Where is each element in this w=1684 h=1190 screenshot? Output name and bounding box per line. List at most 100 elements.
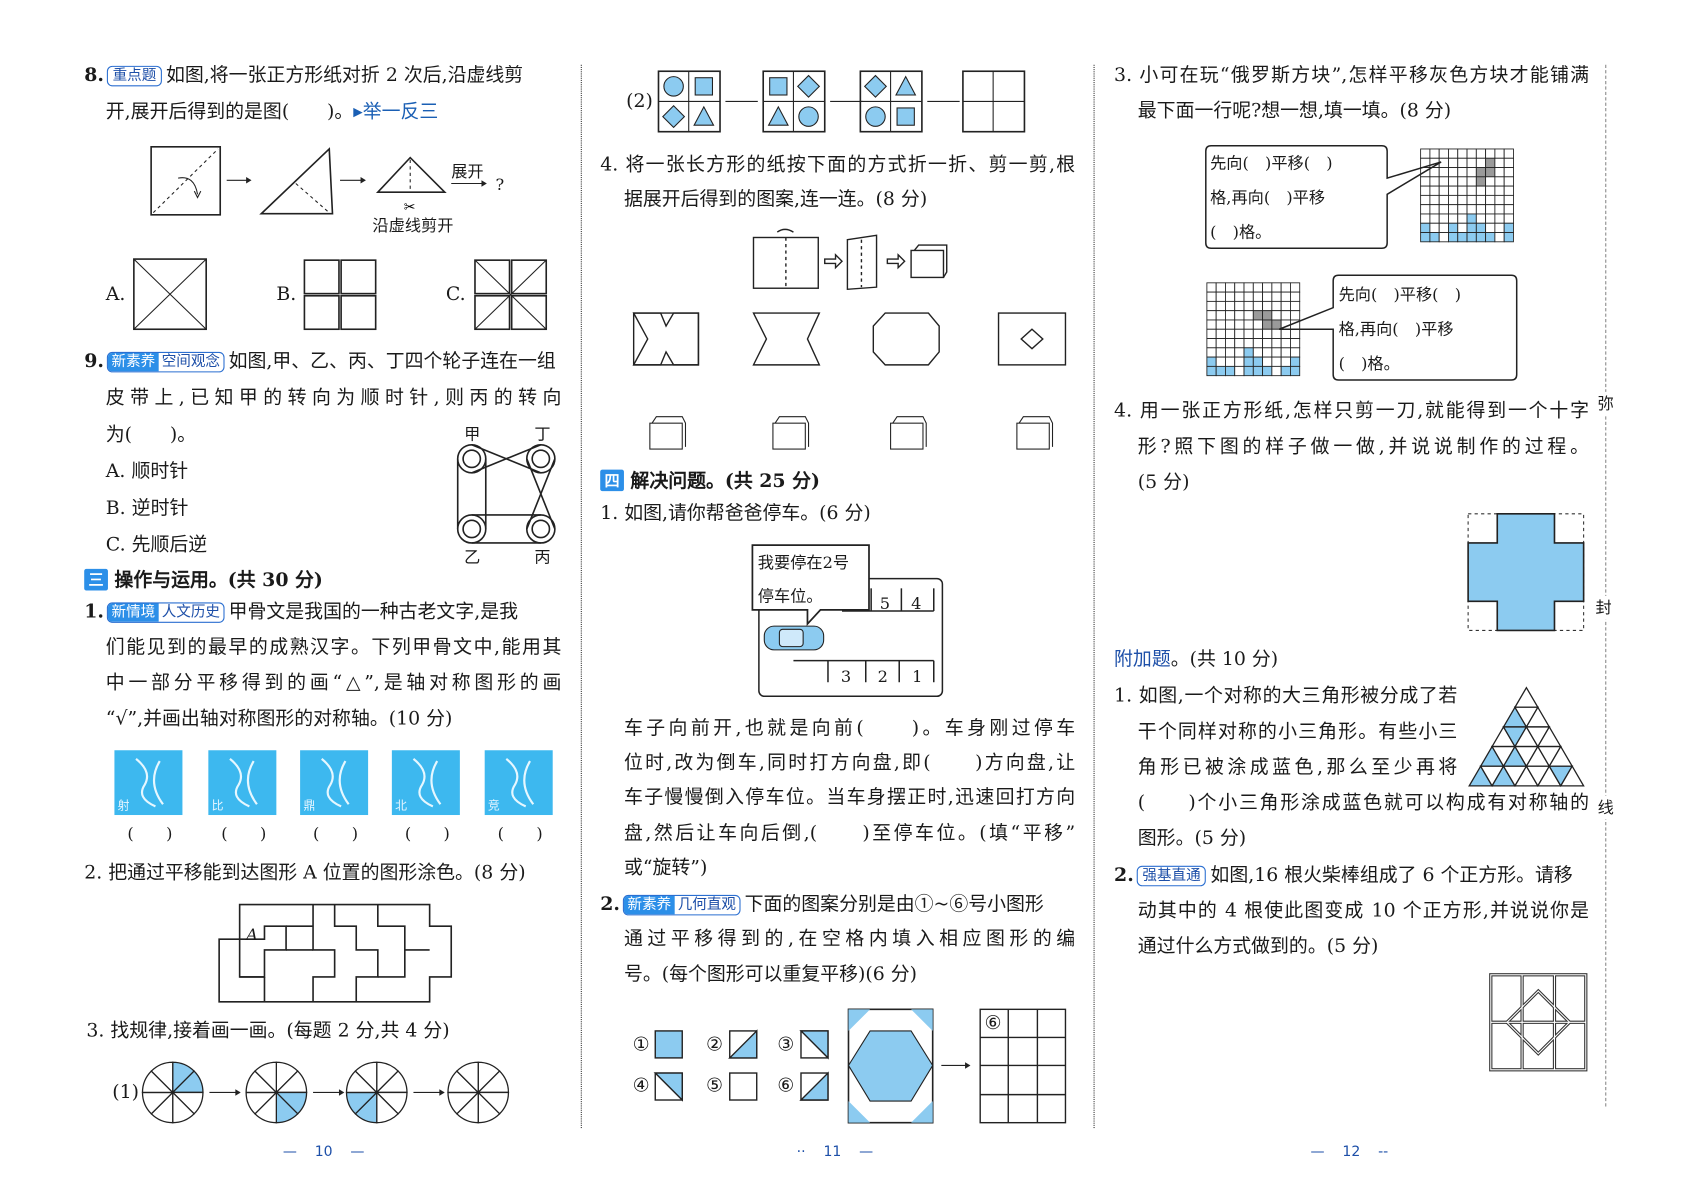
question-number: 2. (600, 893, 620, 916)
literacy-badge: 新素养空间观念 (107, 351, 225, 372)
grid-cell (1234, 291, 1245, 302)
grid-cell (1215, 338, 1226, 349)
related-link[interactable]: ▸举一反三 (353, 101, 439, 124)
grid-cell (1429, 204, 1440, 215)
question-text: 通过什么方式做到的。(5 分) (1137, 935, 1379, 958)
grid-cell (1252, 300, 1264, 312)
grid-cell (1271, 291, 1282, 302)
grid-cell (1206, 319, 1217, 330)
grid-cell (1429, 148, 1440, 159)
grid-cell (1280, 310, 1291, 321)
question-text: 盘,然后让车向后倒,( )至停车位。(填“平移” (623, 822, 1076, 845)
answer-blank[interactable]: ( ) (313, 823, 359, 844)
grid-cell (1206, 291, 1217, 302)
grid-cell (1262, 300, 1273, 312)
grid-cell (1252, 347, 1264, 358)
grid-cell (1206, 356, 1217, 367)
grid-cell (1475, 176, 1487, 187)
grid-cell (1466, 204, 1477, 215)
folded-paper-icon (890, 422, 924, 450)
grid-cell (1448, 185, 1459, 196)
grid-cell (1271, 300, 1282, 312)
grid-cell (1215, 291, 1226, 302)
grid-cell (1438, 222, 1449, 233)
question-number: 8. (84, 64, 104, 87)
grid-cell (1271, 282, 1282, 293)
folded-paper-icon (649, 422, 683, 450)
question-text: (5 分) (1137, 471, 1190, 494)
sub-question: (1) (112, 1081, 140, 1104)
grid-cell (1503, 194, 1514, 206)
small-shapes (653, 1008, 1067, 1124)
arrow-head (439, 1089, 445, 1096)
grid-cell (1243, 328, 1254, 339)
grid-cell (1429, 222, 1440, 233)
question-number: 9. (84, 350, 104, 373)
question-text: 车子向前开,也就是向前( )。车身刚过停车 (623, 717, 1076, 740)
grid-cell (1503, 222, 1514, 233)
grid-cell (1252, 282, 1264, 293)
grid-cell (1280, 365, 1291, 377)
bonus-heading: 附加题。(共 10 分) (1114, 648, 1279, 671)
answer-blank[interactable]: ( ) (497, 823, 543, 844)
grid-cell (1262, 282, 1273, 293)
grid-cell (1420, 213, 1431, 224)
grid-cell (1290, 291, 1301, 302)
grid-cell (1206, 310, 1217, 321)
question-text: 3. 小可在玩“俄罗斯方块”,怎样平移灰色方块才能铺满 (1114, 64, 1590, 87)
grid-cell (1448, 232, 1459, 243)
grid-cell (1243, 347, 1254, 358)
grid-cell (1503, 204, 1514, 215)
grid-cell (1234, 300, 1245, 312)
parking-figure (751, 544, 944, 698)
grid-cell (1438, 194, 1449, 206)
answer-blank[interactable]: ( ) (221, 823, 267, 844)
bubble-text: ( )格。 (1338, 354, 1400, 374)
grid-cell (1485, 232, 1496, 243)
grid-cell (1494, 204, 1505, 215)
grid-cell (1475, 222, 1487, 233)
grid-cell (1225, 282, 1236, 293)
grid-cell (1271, 328, 1282, 339)
pattern-circles (141, 1061, 510, 1124)
grid-cell (1466, 148, 1477, 159)
grid-cell (1215, 356, 1226, 367)
grid-cell (1271, 347, 1282, 358)
folding-figure: ✂ (133, 146, 548, 331)
grid-cell (1503, 185, 1514, 196)
grid-cell (1271, 310, 1282, 321)
shape-label-a: A (246, 925, 258, 945)
grid-cell (1457, 232, 1468, 243)
answer-blank[interactable]: ( ) (404, 823, 450, 844)
grid-cell (1420, 222, 1431, 233)
section-title: 解决问题。(共 25 分) (630, 470, 820, 493)
grid-cell (1438, 213, 1449, 224)
grid-cell (1271, 365, 1282, 377)
q8-line2: 开,展开后得到的是图( )。 ▸举一反三 (106, 100, 439, 124)
wheel-label: 丁 (534, 424, 551, 444)
section-number: 四 (600, 469, 624, 491)
question-text: 开,展开后得到的是图( )。 (105, 101, 354, 124)
answer-blank[interactable]: ( ) (127, 823, 173, 844)
grid-cell (1485, 204, 1496, 215)
grid-cell (1280, 338, 1291, 349)
question-text: 3. 找规律,接着画一画。(每题 2 分,共 4 分) (86, 1020, 450, 1042)
grid-cell (1420, 148, 1431, 159)
question-text: 最下面一行呢?想一想,填一填。(8 分) (1137, 100, 1452, 122)
grid-cell (1448, 148, 1459, 159)
grid-cell (1215, 365, 1226, 377)
grid-cell (1262, 347, 1273, 358)
shape-number: ③ (777, 1034, 795, 1056)
grid-cell (1457, 148, 1468, 159)
grid-cell (1225, 291, 1236, 302)
grid-cell (1271, 319, 1282, 330)
question-text: 4. 将一张长方形的纸按下面的方式折一折、剪一剪,根 (600, 154, 1076, 176)
question-text: 下面的图案分别是由①~⑥号小图形 (744, 893, 1044, 916)
margin-char: 线 (1597, 795, 1614, 820)
grid-cell (1475, 232, 1487, 243)
question-text: 通过平移得到的,在空格内填入相应图形的编 (623, 928, 1076, 950)
cut-label: 沿虚线剪开 (372, 215, 454, 236)
grid-cell (1280, 291, 1291, 302)
grid-cell (1457, 222, 1468, 233)
